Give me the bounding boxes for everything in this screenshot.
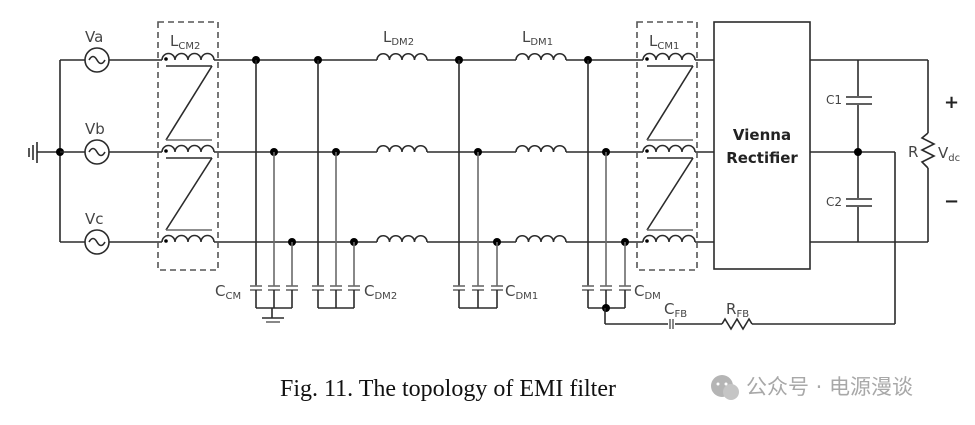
source-label: Va	[85, 28, 103, 46]
ldm2-label: LDM2	[383, 28, 414, 48]
cdm2-label: CDM2	[364, 282, 397, 302]
polarity-dot	[164, 57, 168, 61]
cm-choke-winding	[161, 234, 215, 243]
plus-sign: +	[944, 92, 959, 113]
cdm1-label: CDM1	[505, 282, 538, 302]
source-label: Vc	[85, 210, 104, 228]
core-line	[646, 157, 694, 231]
ground-symbol-ccm	[262, 308, 284, 323]
cm-choke-winding	[642, 144, 696, 153]
cm-choke-winding	[161, 52, 215, 61]
dm-inductor	[376, 144, 428, 153]
rectifier-label-line1: Vienna	[733, 126, 791, 144]
rfb-resistor	[721, 317, 753, 331]
polarity-dot	[164, 149, 168, 153]
ac-source-icon	[84, 47, 110, 73]
source-vb: Vb	[84, 120, 110, 165]
polarity-dot	[164, 239, 168, 243]
rfb-label: RFB	[726, 300, 749, 320]
figure-caption: Fig. 11. The topology of EMI filter	[280, 376, 616, 402]
minus-sign: −	[944, 191, 959, 212]
dm-inductor	[515, 144, 567, 153]
load-resistor	[920, 132, 936, 169]
vienna-rectifier-block: Vienna Rectifier	[713, 21, 811, 270]
dm-inductor	[515, 52, 567, 61]
source-label: Vb	[85, 120, 105, 138]
source-va: Va	[84, 28, 110, 73]
cm-choke-winding	[161, 144, 215, 153]
dm-inductor	[376, 234, 428, 243]
polarity-dot	[645, 239, 649, 243]
common-mode-choke-lcm1: LCM1	[636, 21, 698, 271]
ac-source-icon	[84, 139, 110, 165]
core-line	[646, 65, 694, 141]
cm-choke-winding	[642, 234, 696, 243]
dc-link: C1 C2 R Vdc + −	[810, 59, 960, 243]
core-line	[165, 157, 213, 231]
ccm-label: CCM	[215, 282, 241, 302]
source-vc: Vc	[84, 210, 110, 255]
ground-symbol-left	[28, 142, 60, 163]
cdm-label: CDM	[634, 282, 661, 302]
core-line	[165, 65, 213, 141]
vdc-label: Vdc	[938, 144, 960, 164]
cfb-label: CFB	[664, 300, 687, 320]
wechat-icon	[711, 375, 739, 400]
polarity-dot	[645, 149, 649, 153]
watermark-text: 公众号 · 电源漫谈	[746, 375, 913, 399]
c1-label: C1	[826, 93, 842, 107]
c2-label: C2	[826, 195, 842, 209]
lcm1-label: LCM1	[649, 32, 679, 52]
watermark: 公众号 · 电源漫谈	[711, 375, 913, 400]
feedback-path: CFB RFB	[604, 152, 896, 331]
cdm-star-node	[602, 304, 610, 312]
dm-inductor	[515, 234, 567, 243]
common-mode-choke-lcm2: LCM2	[157, 21, 219, 271]
cm-choke-winding	[642, 52, 696, 61]
rectifier-label-line2: Rectifier	[726, 149, 798, 167]
ac-source-icon	[84, 229, 110, 255]
r-label: R	[908, 143, 918, 161]
dm-inductor	[376, 52, 428, 61]
dc-midpoint-node	[854, 148, 862, 156]
polarity-dot	[645, 57, 649, 61]
lcm2-label: LCM2	[170, 32, 200, 52]
ldm1-label: LDM1	[522, 28, 553, 48]
